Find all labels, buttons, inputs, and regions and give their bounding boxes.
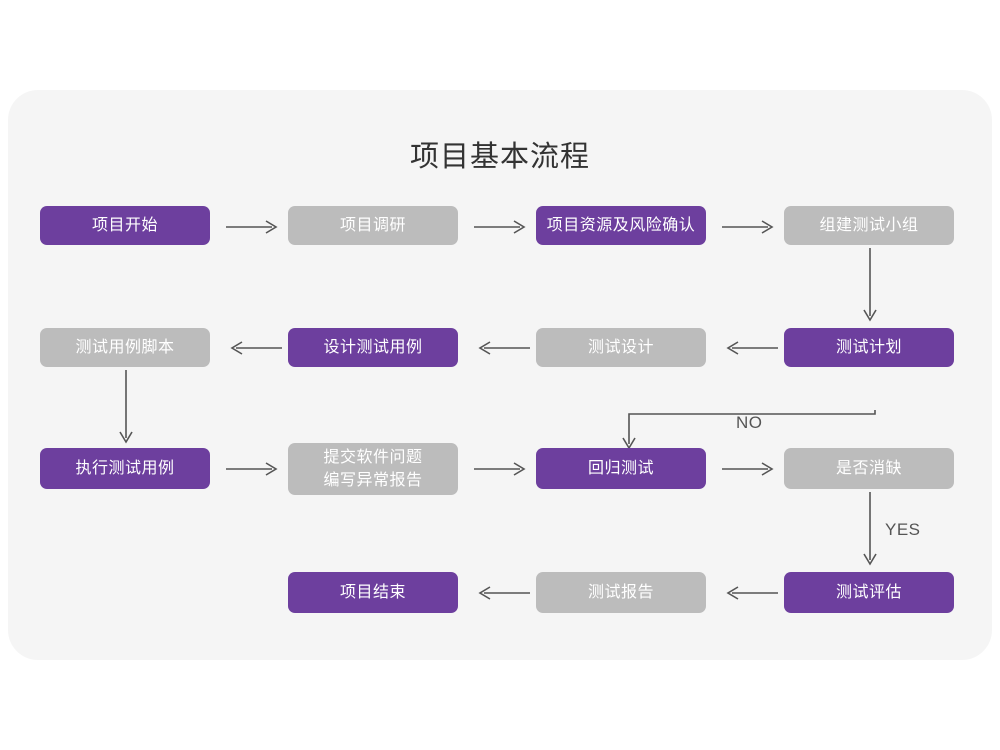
- node-label: 项目调研: [339, 217, 406, 234]
- arrow-n5-n9: [117, 370, 135, 448]
- arrow-n14-n13: [474, 584, 530, 602]
- node-project-research[interactable]: 项目调研: [288, 206, 458, 245]
- arrow-n8-n7: [722, 339, 778, 357]
- node-label: 项目结束: [339, 584, 406, 601]
- node-label: 执行测试用例: [75, 460, 175, 477]
- node-test-evaluation[interactable]: 测试评估: [784, 572, 954, 613]
- node-label: 测试评估: [835, 584, 902, 601]
- node-label: 提交软件问题 编写异常报告: [323, 449, 423, 489]
- node-project-end[interactable]: 项目结束: [288, 572, 458, 613]
- arrow-n6-n5: [226, 339, 282, 357]
- arrow-n9-n10: [226, 460, 282, 478]
- node-defect-resolved[interactable]: 是否消缺: [784, 448, 954, 489]
- node-label: 测试报告: [587, 584, 654, 601]
- page-title: 项目基本流程: [409, 141, 590, 173]
- arrow-n11-n12: [722, 460, 778, 478]
- arrow-n10-n11: [474, 460, 530, 478]
- node-resource-risk-confirm[interactable]: 项目资源及风险确认: [536, 206, 706, 245]
- node-label: 测试计划: [835, 339, 902, 356]
- arrow-n4-n8: [861, 248, 879, 326]
- arrow-yes-n12-n15: [861, 492, 879, 570]
- node-label: 测试用例脚本: [75, 339, 175, 356]
- node-label: 测试设计: [587, 339, 654, 356]
- node-label: 组建测试小组: [819, 217, 919, 234]
- node-test-report[interactable]: 测试报告: [536, 572, 706, 613]
- node-label: 是否消缺: [835, 460, 902, 477]
- node-design-test-case[interactable]: 设计测试用例: [288, 328, 458, 367]
- node-label: 回归测试: [587, 460, 654, 477]
- node-build-test-team[interactable]: 组建测试小组: [784, 206, 954, 245]
- node-label: 设计测试用例: [323, 339, 423, 356]
- node-label: 项目开始: [91, 217, 158, 234]
- node-test-plan[interactable]: 测试计划: [784, 328, 954, 367]
- node-submit-issue-report[interactable]: 提交软件问题 编写异常报告: [288, 443, 458, 495]
- edge-label-yes: YES: [885, 520, 921, 539]
- node-project-start[interactable]: 项目开始: [40, 206, 210, 245]
- node-test-design[interactable]: 测试设计: [536, 328, 706, 367]
- node-label: 项目资源及风险确认: [546, 217, 696, 234]
- edge-label-no: NO: [736, 413, 763, 432]
- arrow-n7-n6: [474, 339, 530, 357]
- arrow-n3-n4: [722, 218, 778, 236]
- node-execute-test-case[interactable]: 执行测试用例: [40, 448, 210, 489]
- flowchart-card: 项目基本流程 项目开始 项目调研 项目资源及风险确认: [8, 90, 992, 660]
- arrow-n15-n14: [722, 584, 778, 602]
- node-regression-test[interactable]: 回归测试: [536, 448, 706, 489]
- node-test-case-script[interactable]: 测试用例脚本: [40, 328, 210, 367]
- arrow-n2-n3: [474, 218, 530, 236]
- arrow-n1-n2: [226, 218, 282, 236]
